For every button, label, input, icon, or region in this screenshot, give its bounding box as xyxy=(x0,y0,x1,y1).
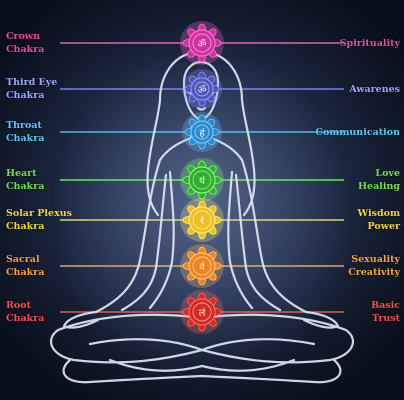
root-glyph: लं xyxy=(199,307,206,319)
heart-name-line: Heart xyxy=(6,168,37,179)
sacral-chakra-icon: वं xyxy=(180,244,224,288)
root-name-line: Root xyxy=(6,300,31,311)
root-quality-line: Basic xyxy=(371,300,400,311)
third-eye-chakra-icon: ॐ xyxy=(182,69,222,109)
solar-plexus-glyph: रं xyxy=(200,215,205,227)
crown-quality-line: Spirituality xyxy=(339,38,400,49)
third-eye-name-line: Third Eye xyxy=(6,77,58,88)
crown-glyph: ॐ xyxy=(197,38,206,50)
root-name-line: Chakra xyxy=(6,313,45,324)
third-eye-quality-line: Awarenes xyxy=(349,84,400,95)
solar-plexus-chakra-icon: रं xyxy=(180,198,224,242)
sacral-name-line: Chakra xyxy=(6,267,45,278)
throat-chakra-quality: Communication xyxy=(280,126,400,139)
solar-plexus-quality-line: Power xyxy=(367,221,400,232)
heart-name-line: Chakra xyxy=(6,181,45,192)
third-eye-glyph: ॐ xyxy=(197,84,206,96)
heart-quality-line: Healing xyxy=(358,181,400,192)
solar-plexus-quality-line: Wisdom xyxy=(357,208,401,219)
crown-chakra-icon: ॐ xyxy=(180,21,224,65)
root-chakra-icon: लं xyxy=(180,290,224,334)
sacral-name-line: Sacral xyxy=(6,254,40,265)
throat-quality-line: Communication xyxy=(315,127,400,138)
third-eye-name-line: Chakra xyxy=(6,90,45,101)
throat-name-line: Chakra xyxy=(6,133,45,144)
heart-glyph: यं xyxy=(199,175,205,187)
crown-name-line: Chakra xyxy=(6,44,45,55)
crown-chakra-quality: Spirituality xyxy=(280,37,400,50)
chakra-symbols: ॐ ॐ हं यं रं वं लं xyxy=(180,21,224,334)
sacral-glyph: वं xyxy=(199,261,205,273)
root-quality-line: Trust xyxy=(371,313,400,324)
throat-glyph: हं xyxy=(199,127,205,139)
solar-plexus-name-line: Chakra xyxy=(6,221,45,232)
throat-chakra-icon: हं xyxy=(182,112,222,152)
heart-chakra-icon: यं xyxy=(180,158,224,202)
solar-plexus-name-line: Solar Plexus xyxy=(6,208,72,219)
sacral-quality-line: Sexuality xyxy=(351,254,400,265)
throat-name-line: Throat xyxy=(6,120,42,131)
heart-quality-line: Love xyxy=(375,168,400,179)
sacral-quality-line: Creativity xyxy=(348,267,400,278)
third-eye-chakra-quality: Awarenes xyxy=(280,83,400,96)
crown-name-line: Crown xyxy=(6,31,40,42)
